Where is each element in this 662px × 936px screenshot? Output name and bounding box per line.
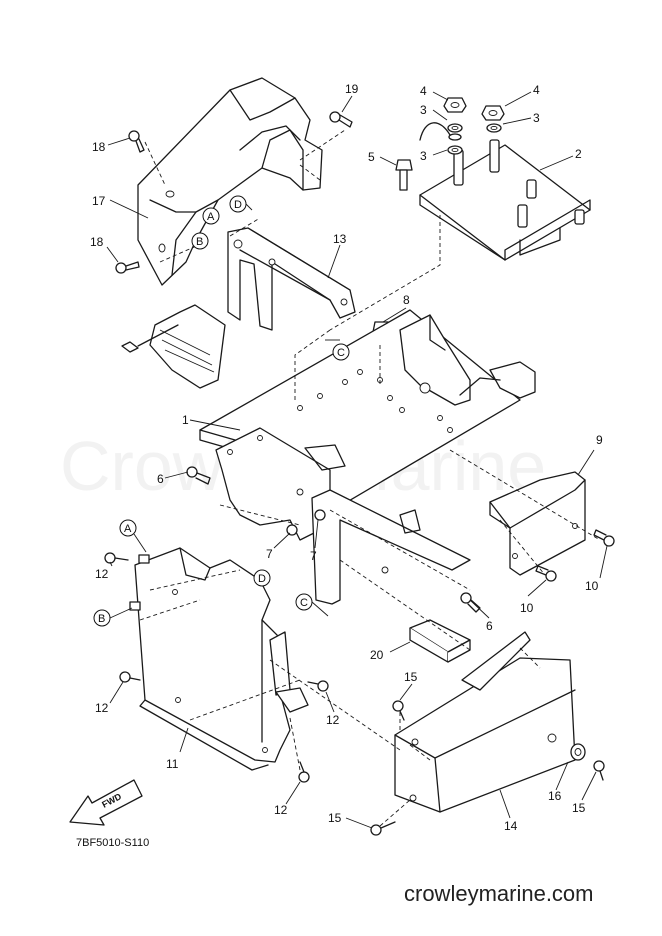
- ref-b: B: [98, 613, 105, 625]
- callout-10: 10: [520, 601, 534, 615]
- callout-17: 17: [92, 194, 106, 208]
- callout-19: 19: [345, 82, 359, 96]
- part-11-lower-cover: [129, 547, 309, 771]
- callout-1: 1: [182, 413, 189, 427]
- callout-leaders: [106, 91, 608, 829]
- callout-3: 3: [420, 103, 427, 117]
- callout-20: 20: [370, 648, 384, 662]
- callout-3: 3: [420, 149, 427, 163]
- ref-d: D: [258, 573, 266, 585]
- part-20-pad: [409, 619, 471, 663]
- ref-d: D: [234, 199, 242, 211]
- callout-15: 15: [404, 670, 418, 684]
- small-fasteners: [104, 466, 615, 836]
- callout-11: 11: [166, 757, 179, 771]
- callout-12: 12: [95, 567, 109, 581]
- ref-c: C: [300, 597, 308, 609]
- callout-2: 2: [575, 147, 582, 161]
- callout-4: 4: [420, 84, 427, 98]
- callout-9: 9: [596, 433, 603, 447]
- part-13-bracket: [227, 227, 356, 331]
- callout-12: 12: [95, 701, 109, 715]
- callout-5: 5: [368, 150, 375, 164]
- ref-a: A: [207, 211, 215, 223]
- callout-7: 7: [266, 547, 273, 561]
- part-17-upper-cover: [137, 77, 323, 286]
- callout-7: 7: [310, 549, 317, 563]
- callout-18: 18: [92, 140, 106, 154]
- screws-18: [115, 130, 145, 274]
- callout-3: 3: [533, 111, 540, 125]
- callout-4: 4: [533, 83, 540, 97]
- callout-12: 12: [326, 713, 340, 727]
- callout-13: 13: [333, 232, 347, 246]
- diagram-code: 7BF5010-S110: [76, 837, 149, 849]
- bolt-5: [395, 159, 413, 191]
- callout-12: 12: [274, 803, 288, 817]
- callout-15: 15: [328, 811, 342, 825]
- forward-arrow-icon: FWD: [69, 779, 143, 826]
- part-9-side-cover: [489, 471, 586, 576]
- part-number-callouts: 1 2 3 3 3 4 4 5 6 6 7 7 8 9 10 10 11 12 …: [90, 82, 603, 833]
- ref-b: B: [196, 236, 203, 248]
- part-1-main-frame: [199, 309, 536, 605]
- reference-markers: A B D C A B D C: [93, 195, 350, 627]
- callout-10: 10: [585, 579, 599, 593]
- ref-c: C: [337, 347, 345, 359]
- part-2-stud-plate: [419, 139, 591, 261]
- website-text: crowleymarine.com: [404, 881, 594, 906]
- nuts-and-washers: [419, 97, 505, 155]
- callout-6: 6: [486, 619, 493, 633]
- bolt-19: [329, 111, 353, 128]
- clip-assembly: [121, 304, 226, 389]
- ref-a: A: [124, 523, 132, 535]
- assembly-dashed-lines: [139, 129, 601, 827]
- callout-14: 14: [504, 819, 518, 833]
- callout-18: 18: [90, 235, 104, 249]
- callout-16: 16: [548, 789, 562, 803]
- callout-8: 8: [403, 293, 410, 307]
- part-14-lower-long-cover: [394, 631, 576, 813]
- callout-15: 15: [572, 801, 586, 815]
- callout-6: 6: [157, 472, 164, 486]
